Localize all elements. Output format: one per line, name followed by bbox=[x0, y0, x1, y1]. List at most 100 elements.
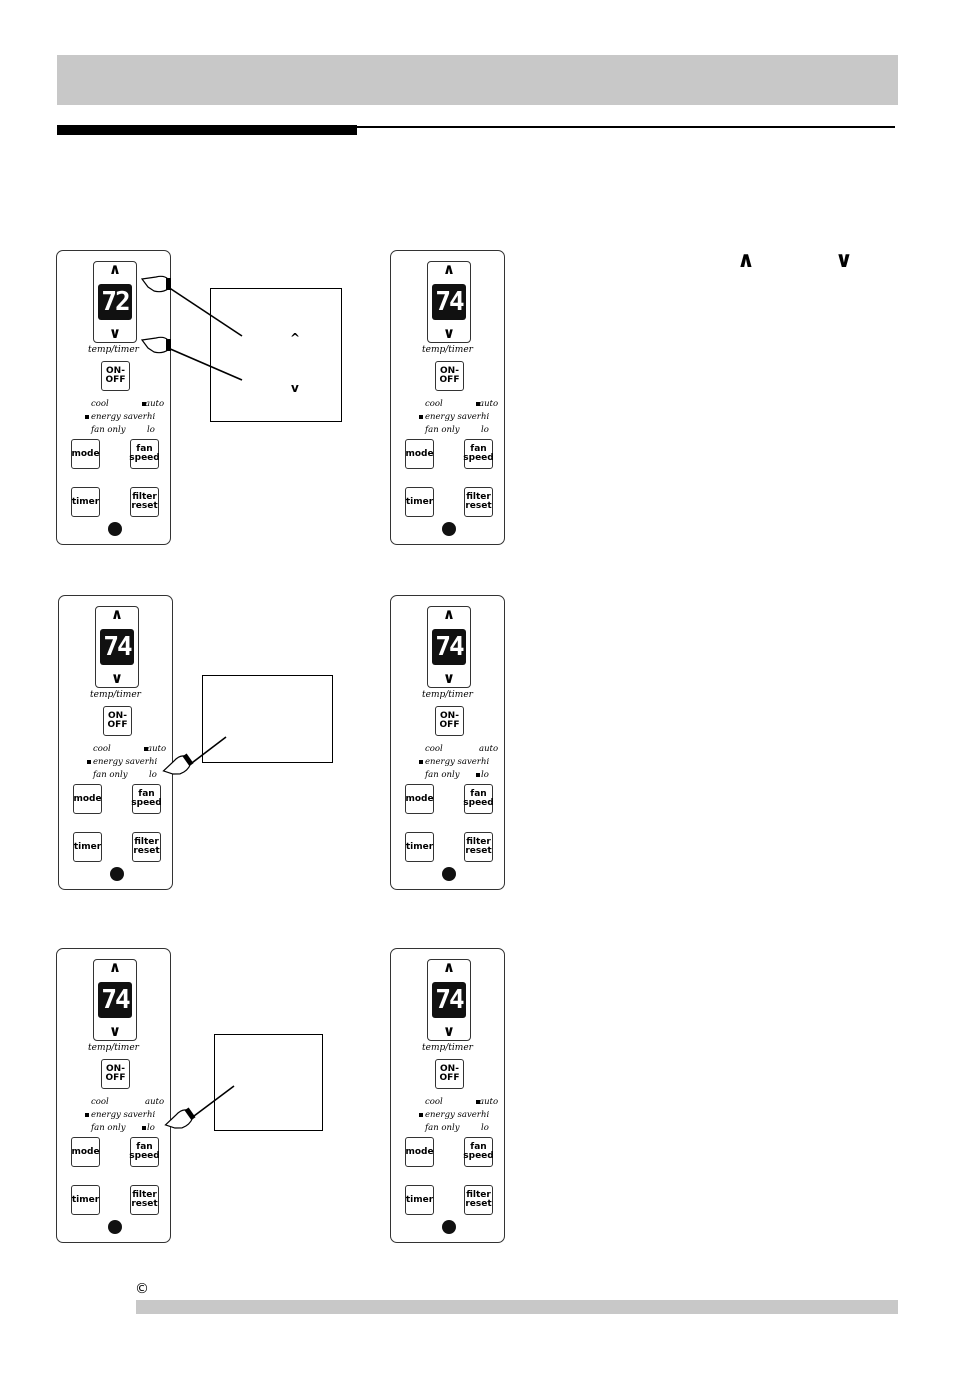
temp-up-button[interactable]: ∧ bbox=[442, 958, 456, 976]
temp-up-button[interactable]: ∧ bbox=[108, 260, 122, 278]
mode-energy-saver-label: energy saver bbox=[425, 412, 481, 422]
filter-label: filter bbox=[466, 1190, 491, 1200]
on-label: ON- bbox=[440, 1064, 459, 1074]
temp-up-button[interactable]: ∧ bbox=[442, 605, 456, 623]
pointing-hand-icon bbox=[140, 336, 171, 354]
mode-cool-label: cool bbox=[425, 744, 443, 754]
timer-button[interactable]: timer bbox=[405, 487, 434, 517]
temp-down-button[interactable]: ∨ bbox=[442, 324, 456, 342]
energy-saver-indicator bbox=[419, 1113, 423, 1117]
fan-label: fan bbox=[138, 789, 155, 799]
mode-button[interactable]: mode bbox=[73, 784, 102, 814]
timer-button[interactable]: timer bbox=[71, 1185, 100, 1215]
mode-button[interactable]: mode bbox=[405, 784, 434, 814]
on-off-button[interactable]: ON-OFF bbox=[435, 1059, 464, 1089]
filter-label: filter bbox=[134, 837, 159, 847]
temp-down-button[interactable]: ∨ bbox=[108, 324, 122, 342]
filter-label: filter bbox=[132, 1190, 157, 1200]
temp-up-button[interactable]: ∧ bbox=[442, 260, 456, 278]
lo-indicator bbox=[476, 773, 480, 777]
mode-fan-only-label: fan only bbox=[93, 770, 128, 780]
timer-button[interactable]: timer bbox=[71, 487, 100, 517]
temp-down-button[interactable]: ∨ bbox=[110, 669, 124, 687]
mode-button[interactable]: mode bbox=[71, 439, 100, 469]
fan-auto-label: auto bbox=[145, 1097, 165, 1107]
timer-label: timer bbox=[71, 1194, 100, 1205]
remote-panel: ∧ 74 ∨ temp/timer ON-OFF cool energy sav… bbox=[58, 595, 173, 890]
display-frame: ∧ 74 ∨ bbox=[427, 606, 471, 688]
callout-box-fan-speed-2 bbox=[214, 1034, 323, 1131]
fan-lo-label: lo bbox=[149, 770, 157, 780]
on-off-button[interactable]: ON-OFF bbox=[101, 361, 130, 391]
mode-fan-only-label: fan only bbox=[425, 770, 460, 780]
temp-down-button[interactable]: ∨ bbox=[442, 669, 456, 687]
temp-down-button[interactable]: ∨ bbox=[108, 1022, 122, 1040]
mode-label: mode bbox=[73, 793, 102, 804]
on-off-button[interactable]: ON-OFF bbox=[435, 361, 464, 391]
up-arrow-icon: ∧ bbox=[737, 248, 755, 273]
remote-panel: ∧ 74 ∨ temp/timer ON-OFF cool energy sav… bbox=[390, 948, 505, 1243]
fan-label: fan bbox=[470, 444, 487, 454]
timer-label: timer bbox=[405, 841, 434, 852]
mode-label: mode bbox=[71, 448, 100, 459]
temp-up-button[interactable]: ∧ bbox=[110, 605, 124, 623]
fan-lo-label: lo bbox=[481, 1123, 489, 1133]
temp-timer-label: temp/timer bbox=[422, 690, 473, 700]
display-frame: ∧ 74 ∨ bbox=[427, 261, 471, 343]
mode-cool-label: cool bbox=[93, 744, 111, 754]
on-label: ON- bbox=[108, 711, 127, 721]
timer-button[interactable]: timer bbox=[405, 1185, 434, 1215]
mode-button[interactable]: mode bbox=[405, 1137, 434, 1167]
mode-button[interactable]: mode bbox=[71, 1137, 100, 1167]
temp-display: 74 bbox=[98, 982, 132, 1018]
auto-indicator bbox=[476, 1100, 480, 1104]
status-led bbox=[442, 522, 456, 536]
temp-up-button[interactable]: ∧ bbox=[108, 958, 122, 976]
on-label: ON- bbox=[106, 366, 125, 376]
remote-panel: ∧ 72 ∨ temp/timer ON-OFF cool energy sav… bbox=[56, 250, 171, 545]
timer-label: timer bbox=[71, 496, 100, 507]
timer-label: timer bbox=[73, 841, 102, 852]
fan-lo-label: lo bbox=[481, 425, 489, 435]
off-label: OFF bbox=[439, 720, 460, 730]
auto-indicator bbox=[142, 402, 146, 406]
filter-label: filter bbox=[466, 837, 491, 847]
off-label: OFF bbox=[105, 1073, 126, 1083]
fan-hi-label: hi bbox=[149, 757, 158, 767]
temp-down-button[interactable]: ∨ bbox=[442, 1022, 456, 1040]
on-off-button[interactable]: ON-OFF bbox=[103, 706, 132, 736]
off-label: OFF bbox=[105, 375, 126, 385]
temp-display: 72 bbox=[98, 284, 132, 320]
timer-button[interactable]: timer bbox=[73, 832, 102, 862]
timer-button[interactable]: timer bbox=[405, 832, 434, 862]
fan-hi-label: hi bbox=[147, 1110, 156, 1120]
on-off-button[interactable]: ON-OFF bbox=[101, 1059, 130, 1089]
pointing-hand-icon bbox=[140, 275, 171, 293]
temp-display: 74 bbox=[100, 629, 134, 665]
mode-energy-saver-label: energy saver bbox=[425, 1110, 481, 1120]
mode-button[interactable]: mode bbox=[405, 439, 434, 469]
reset-label: reset bbox=[131, 1199, 158, 1209]
speed-label: speed bbox=[131, 798, 162, 808]
display-frame: ∧ 74 ∨ bbox=[93, 959, 137, 1041]
on-label: ON- bbox=[440, 711, 459, 721]
fan-lo-label: lo bbox=[147, 1123, 155, 1133]
fan-auto-label: auto bbox=[479, 399, 499, 409]
timer-label: timer bbox=[405, 496, 434, 507]
temp-timer-label: temp/timer bbox=[88, 1043, 139, 1053]
filter-label: filter bbox=[466, 492, 491, 502]
on-off-button[interactable]: ON-OFF bbox=[435, 706, 464, 736]
auto-indicator bbox=[476, 402, 480, 406]
